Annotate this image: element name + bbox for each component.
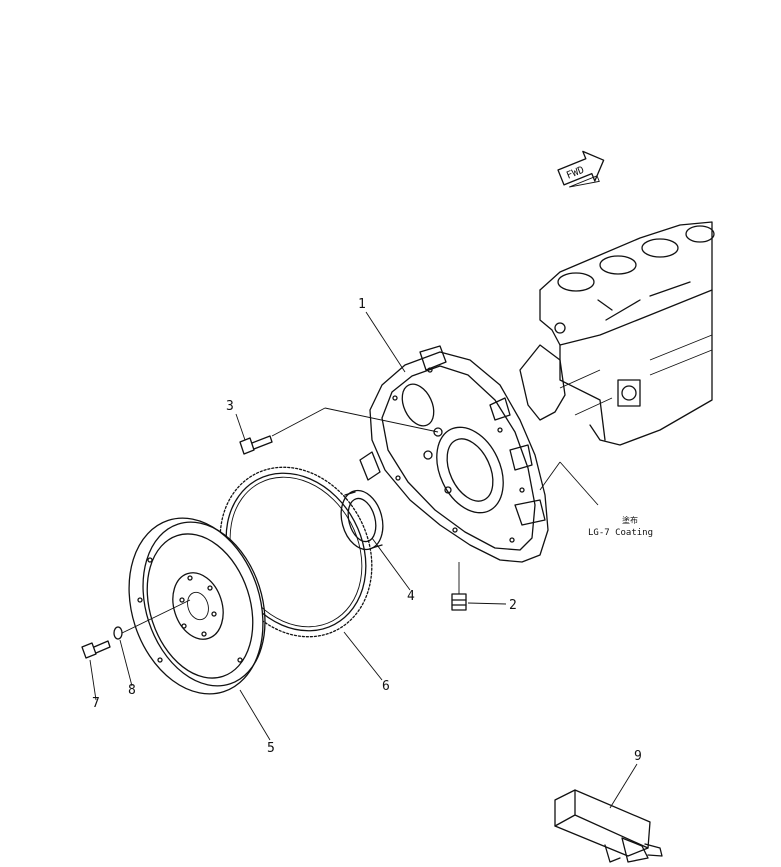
- bolt-3: [239, 435, 273, 455]
- callout-3: 3: [226, 399, 234, 414]
- flywheel: [128, 517, 266, 695]
- leader-lines: [89, 311, 638, 809]
- oil-seal: [340, 489, 384, 551]
- callout-9: 9: [634, 749, 642, 764]
- callout-7: 7: [92, 696, 100, 711]
- callout-8: 8: [128, 683, 136, 698]
- engine-block: [519, 221, 715, 446]
- bolt-7: [81, 640, 111, 659]
- callout-4: 4: [407, 589, 415, 604]
- coating-note-kanji: 塗布: [622, 515, 638, 525]
- flywheel-housing: [359, 345, 549, 563]
- tool-9: [554, 789, 663, 863]
- callout-1: 1: [358, 297, 366, 312]
- coating-note-text: LG-7 Coating: [588, 528, 653, 538]
- callout-2: 2: [509, 598, 517, 613]
- washer-8: [113, 626, 123, 640]
- callout-6: 6: [382, 679, 390, 694]
- callout-5: 5: [267, 741, 275, 756]
- fwd-arrow-badge: FWD: [557, 150, 605, 188]
- plug-2: [451, 593, 467, 611]
